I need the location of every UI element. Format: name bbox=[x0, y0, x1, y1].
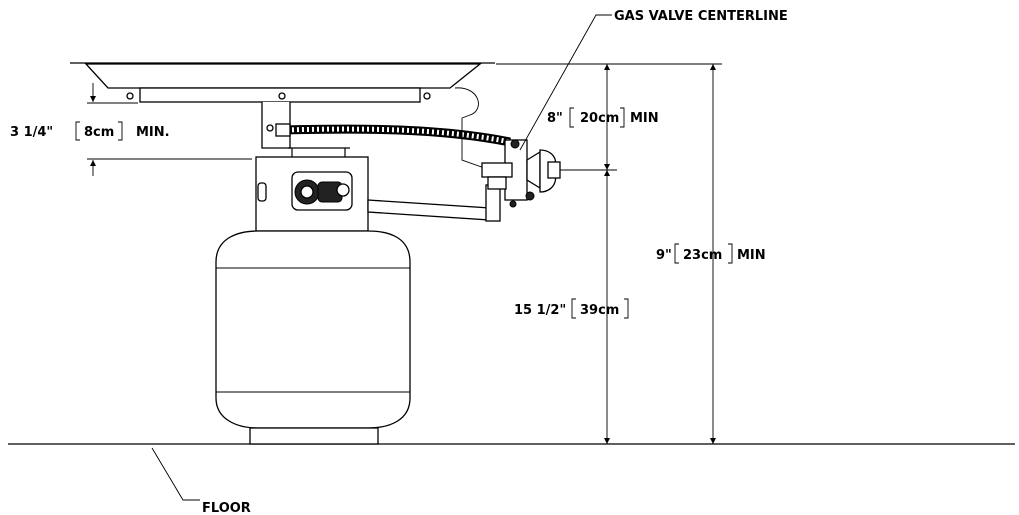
collar-handle bbox=[257, 182, 267, 202]
pipe-riser bbox=[485, 184, 501, 222]
dim-total-c: MIN bbox=[737, 248, 766, 263]
dim-valve-a: 15 1/2" bbox=[514, 303, 566, 318]
dim-pan-a: 3 1/4" bbox=[10, 125, 53, 140]
dim-pan-b: 8cm bbox=[84, 125, 114, 140]
pan-bolt-mid bbox=[278, 92, 286, 100]
valve-nut bbox=[487, 176, 507, 190]
dim-valve-clearance: 8" 20cm MIN 15 1/2" 39cm bbox=[496, 63, 659, 444]
dim-valve-b: 39cm bbox=[580, 303, 619, 318]
pan-bolt-left bbox=[126, 92, 134, 100]
gas-valve-assembly bbox=[481, 139, 561, 208]
floor-leader bbox=[151, 447, 200, 501]
thermocouple-wire bbox=[454, 87, 491, 171]
dim-top-b: 20cm bbox=[580, 111, 619, 126]
dim-pan-c: MIN. bbox=[136, 125, 170, 140]
pan-bolt-right bbox=[423, 92, 431, 100]
dim-total-height: 9" 23cm MIN bbox=[618, 63, 766, 444]
valve-knob-cap bbox=[547, 161, 561, 179]
valve-inlet bbox=[481, 162, 513, 178]
dim-top-c: MIN bbox=[630, 111, 659, 126]
dim-pan-clearance: 3 1/4" 8cm MIN. bbox=[10, 83, 252, 176]
gas-valve-leader bbox=[519, 14, 612, 151]
dim-total-a: 9" bbox=[656, 248, 672, 263]
tank-body bbox=[215, 230, 411, 429]
gas-valve-callout: GAS VALVE CENTERLINE bbox=[519, 9, 788, 171]
pan-bowl bbox=[84, 63, 482, 89]
tank-valve bbox=[291, 171, 353, 211]
tank-base-ring bbox=[249, 427, 379, 445]
hose-fitting bbox=[275, 123, 291, 137]
gas-valve-label: GAS VALVE CENTERLINE bbox=[614, 9, 788, 24]
dim-top-a: 8" bbox=[547, 111, 563, 126]
bracket-bolt bbox=[266, 124, 274, 132]
supply-pipe bbox=[367, 184, 501, 222]
flex-hose bbox=[275, 87, 511, 171]
floor: FLOOR bbox=[8, 443, 1015, 515]
valve-stem bbox=[526, 150, 541, 190]
pipe-lower bbox=[367, 199, 491, 221]
dim-total-b: 23cm bbox=[683, 248, 722, 263]
propane-tank bbox=[215, 147, 411, 445]
floor-label: FLOOR bbox=[202, 501, 251, 515]
